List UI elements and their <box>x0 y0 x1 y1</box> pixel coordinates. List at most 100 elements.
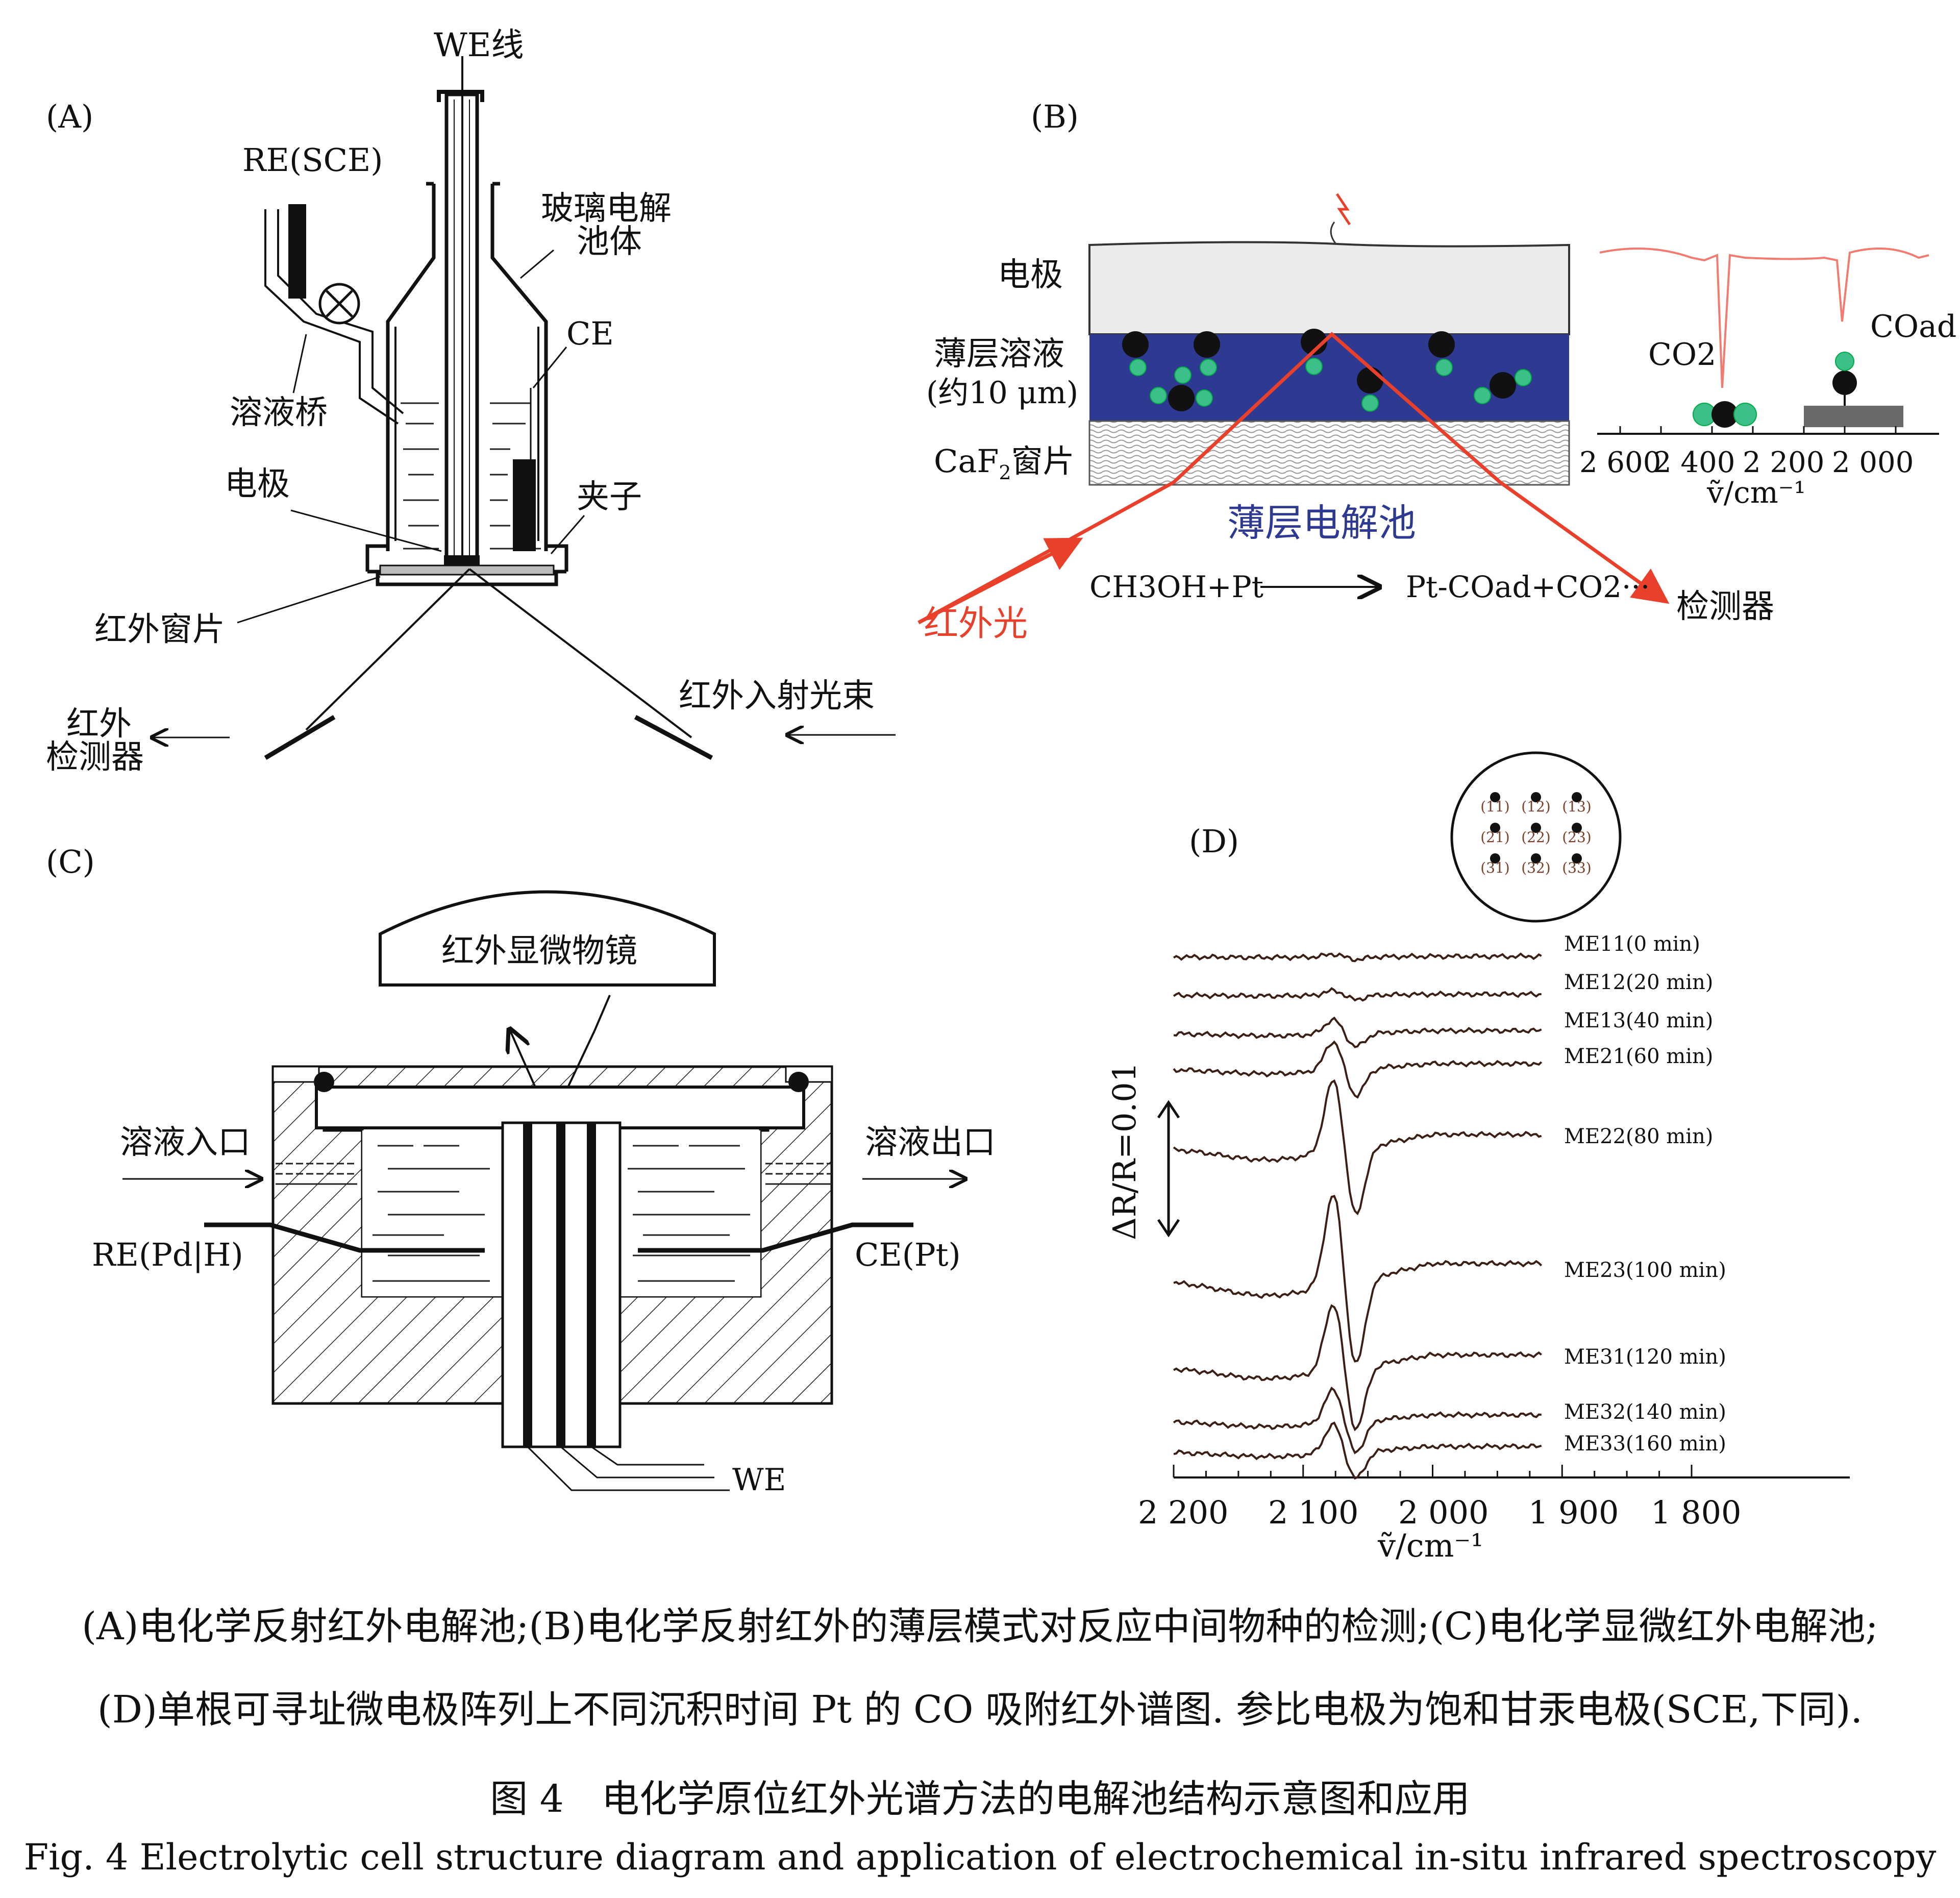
detector-label-b: 检测器 <box>1676 588 1774 626</box>
coad-label: COad <box>1870 309 1956 344</box>
chamber-right <box>620 1130 760 1296</box>
reaction-right: Pt-COad+CO2··· <box>1406 570 1650 604</box>
inset-ticks <box>1619 426 1897 434</box>
glass-body-label-2: 池体 <box>577 223 642 261</box>
array-electrode-label: (21) <box>1480 829 1509 846</box>
array-electrode-label: (33) <box>1562 859 1591 876</box>
salt-bridge-label: 溶液桥 <box>230 394 328 432</box>
spectrum-line <box>1173 952 1542 963</box>
outlet-label: 溶液出口 <box>865 1124 996 1162</box>
panel-d-tag: (D) <box>1189 823 1239 860</box>
panel-c: (C) 红外显微物镜 <box>46 843 996 1498</box>
x-tick-1900: 1 900 <box>1528 1494 1619 1531</box>
cell-name-label: 薄层电解池 <box>1227 501 1416 545</box>
we-wire-label: WE线 <box>434 27 524 64</box>
spectrum-line <box>1173 1079 1542 1216</box>
thin-layer-label-2: (约10 μm) <box>926 375 1078 411</box>
molecules <box>1122 329 1532 412</box>
spectrum-line <box>1173 1040 1543 1099</box>
spectrum-line <box>1173 987 1542 1002</box>
spectrum-label: ME33(160 min) <box>1564 1432 1726 1456</box>
o-ring-left <box>314 1072 334 1092</box>
counter-electrode-label: CE <box>566 315 614 352</box>
panel-a: (A) WE线 CE 玻璃电解 池体 <box>46 27 896 776</box>
caf2-window-label: CaF2窗片 <box>934 442 1075 484</box>
glass-body-label-1: 玻璃电解 <box>541 190 672 228</box>
spectrum-label: ME21(60 min) <box>1564 1045 1713 1068</box>
array-electrode-label: (22) <box>1521 829 1550 846</box>
chamber-left <box>362 1130 503 1296</box>
clamp-label: 夹子 <box>577 478 642 516</box>
x-tick-2200: 2 200 <box>1138 1494 1229 1531</box>
spectrum-line <box>1173 1304 1542 1432</box>
thin-layer-solution <box>1089 334 1569 421</box>
spectrum-line <box>1173 1421 1542 1480</box>
ir-objective <box>379 890 716 987</box>
ref-electrode <box>288 204 306 299</box>
x-tick-2000: 2 000 <box>1398 1494 1489 1531</box>
inset-tick-2200: 2 200 <box>1743 446 1824 479</box>
array-electrode-dot <box>1490 823 1500 833</box>
spectra: ME11(0 min) ME12(20 min) ME13(40 min) ME21(… <box>1173 932 1726 1480</box>
reaction-left: CH3OH+Pt <box>1089 570 1263 604</box>
spectrum-line <box>1173 1195 1543 1363</box>
ir-light-label: 红外光 <box>924 604 1028 644</box>
panel-c-tag: (C) <box>46 843 95 880</box>
electrode-label-a: 电极 <box>225 465 290 503</box>
caf2-window <box>1088 420 1570 486</box>
array-electrode-dot <box>1531 823 1541 833</box>
spectrum-line <box>1173 1386 1542 1455</box>
mirror-right <box>634 715 713 760</box>
spectrum-line <box>1173 1016 1542 1048</box>
array-electrode-label: (11) <box>1480 798 1509 815</box>
spectrum-label: ME12(20 min) <box>1564 971 1713 994</box>
ir-beam-out <box>305 568 470 731</box>
x-tick-2100: 2 100 <box>1268 1494 1359 1531</box>
inset-tick-2600: 2 600 <box>1579 446 1661 479</box>
lightning-icon <box>1335 193 1351 226</box>
array-electrode-label: (31) <box>1480 859 1509 876</box>
spectrum-label: ME13(40 min) <box>1564 1009 1713 1032</box>
array-electrode-label: (32) <box>1521 859 1550 876</box>
array-electrode-dot <box>1572 823 1582 833</box>
array-electrode-dot <box>1531 853 1541 864</box>
spectrum-label: ME32(140 min) <box>1564 1400 1726 1424</box>
spectrum-label: ME31(120 min) <box>1564 1345 1726 1369</box>
array-electrode-label: (23) <box>1562 829 1591 846</box>
o-ring-right <box>788 1072 809 1092</box>
ir-beam-label: 红外入射光束 <box>679 677 875 715</box>
x-ticks <box>1173 1465 1693 1477</box>
panel-a-tag: (A) <box>46 98 93 135</box>
caption-line-2: (D)单根可寻址微电极阵列上不同沉积时间 Pt 的 CO 吸附红外谱图. 参比电… <box>97 1688 1863 1732</box>
inset-tick-2000: 2 000 <box>1832 446 1914 479</box>
caption-line-1: (A)电化学反射红外电解池;(B)电化学反射红外的薄层模式对反应中间物种的检测;… <box>82 1605 1878 1648</box>
objective-label: 红外显微物镜 <box>441 932 637 970</box>
spectrum-label: ME22(80 min) <box>1564 1125 1713 1148</box>
panel-b-tag: (B) <box>1031 98 1079 135</box>
inset-tick-2400: 2 400 <box>1653 446 1735 479</box>
ref-label-c: RE(Pd|H) <box>92 1236 243 1273</box>
counter-label-c: CE(Pt) <box>855 1236 961 1273</box>
ir-detector-label-2: 检测器 <box>46 738 144 776</box>
spectrum-label: ME11(0 min) <box>1564 932 1700 956</box>
figure-title-cn: 图 4 电化学原位红外光谱方法的电解池结构示意图和应用 <box>490 1777 1470 1821</box>
array-electrode-dot <box>1490 792 1500 802</box>
ir-window-plate <box>379 564 555 576</box>
ir-light-path <box>917 332 1670 625</box>
array-electrode-dot <box>1531 792 1541 802</box>
we-wire-3 <box>587 1123 596 1447</box>
array-electrode-dot <box>1490 853 1500 864</box>
co2-label: CO2 <box>1648 337 1716 373</box>
we-wire-1 <box>523 1123 532 1447</box>
array-electrode-label: (13) <box>1562 798 1591 815</box>
glass-body <box>386 184 548 551</box>
pt-surface <box>1804 406 1903 427</box>
spectrum-label: ME23(100 min) <box>1564 1259 1726 1282</box>
we-label-c: WE <box>732 1462 786 1498</box>
array-electrode-label: (12) <box>1521 798 1550 815</box>
counter-wire <box>638 1222 913 1253</box>
ir-window-label: 红外窗片 <box>94 611 225 649</box>
we-wire-2 <box>556 1123 565 1447</box>
electrode-block <box>1088 241 1570 335</box>
